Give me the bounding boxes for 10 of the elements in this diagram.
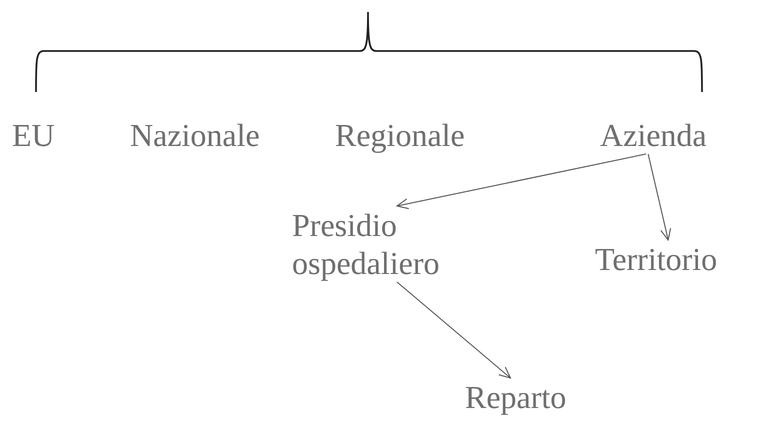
arrow [396, 282, 511, 378]
arrow [396, 154, 646, 210]
level-label: Azienda [600, 116, 707, 154]
level-label: Nazionale [130, 116, 260, 154]
level-label: Presidio ospedaliero [292, 206, 467, 282]
level-label: Territorio [595, 240, 718, 278]
level-label: Regionale [335, 116, 465, 154]
arrow [648, 154, 672, 240]
level-label: Reparto [465, 378, 566, 416]
level-label: EU [12, 116, 55, 154]
